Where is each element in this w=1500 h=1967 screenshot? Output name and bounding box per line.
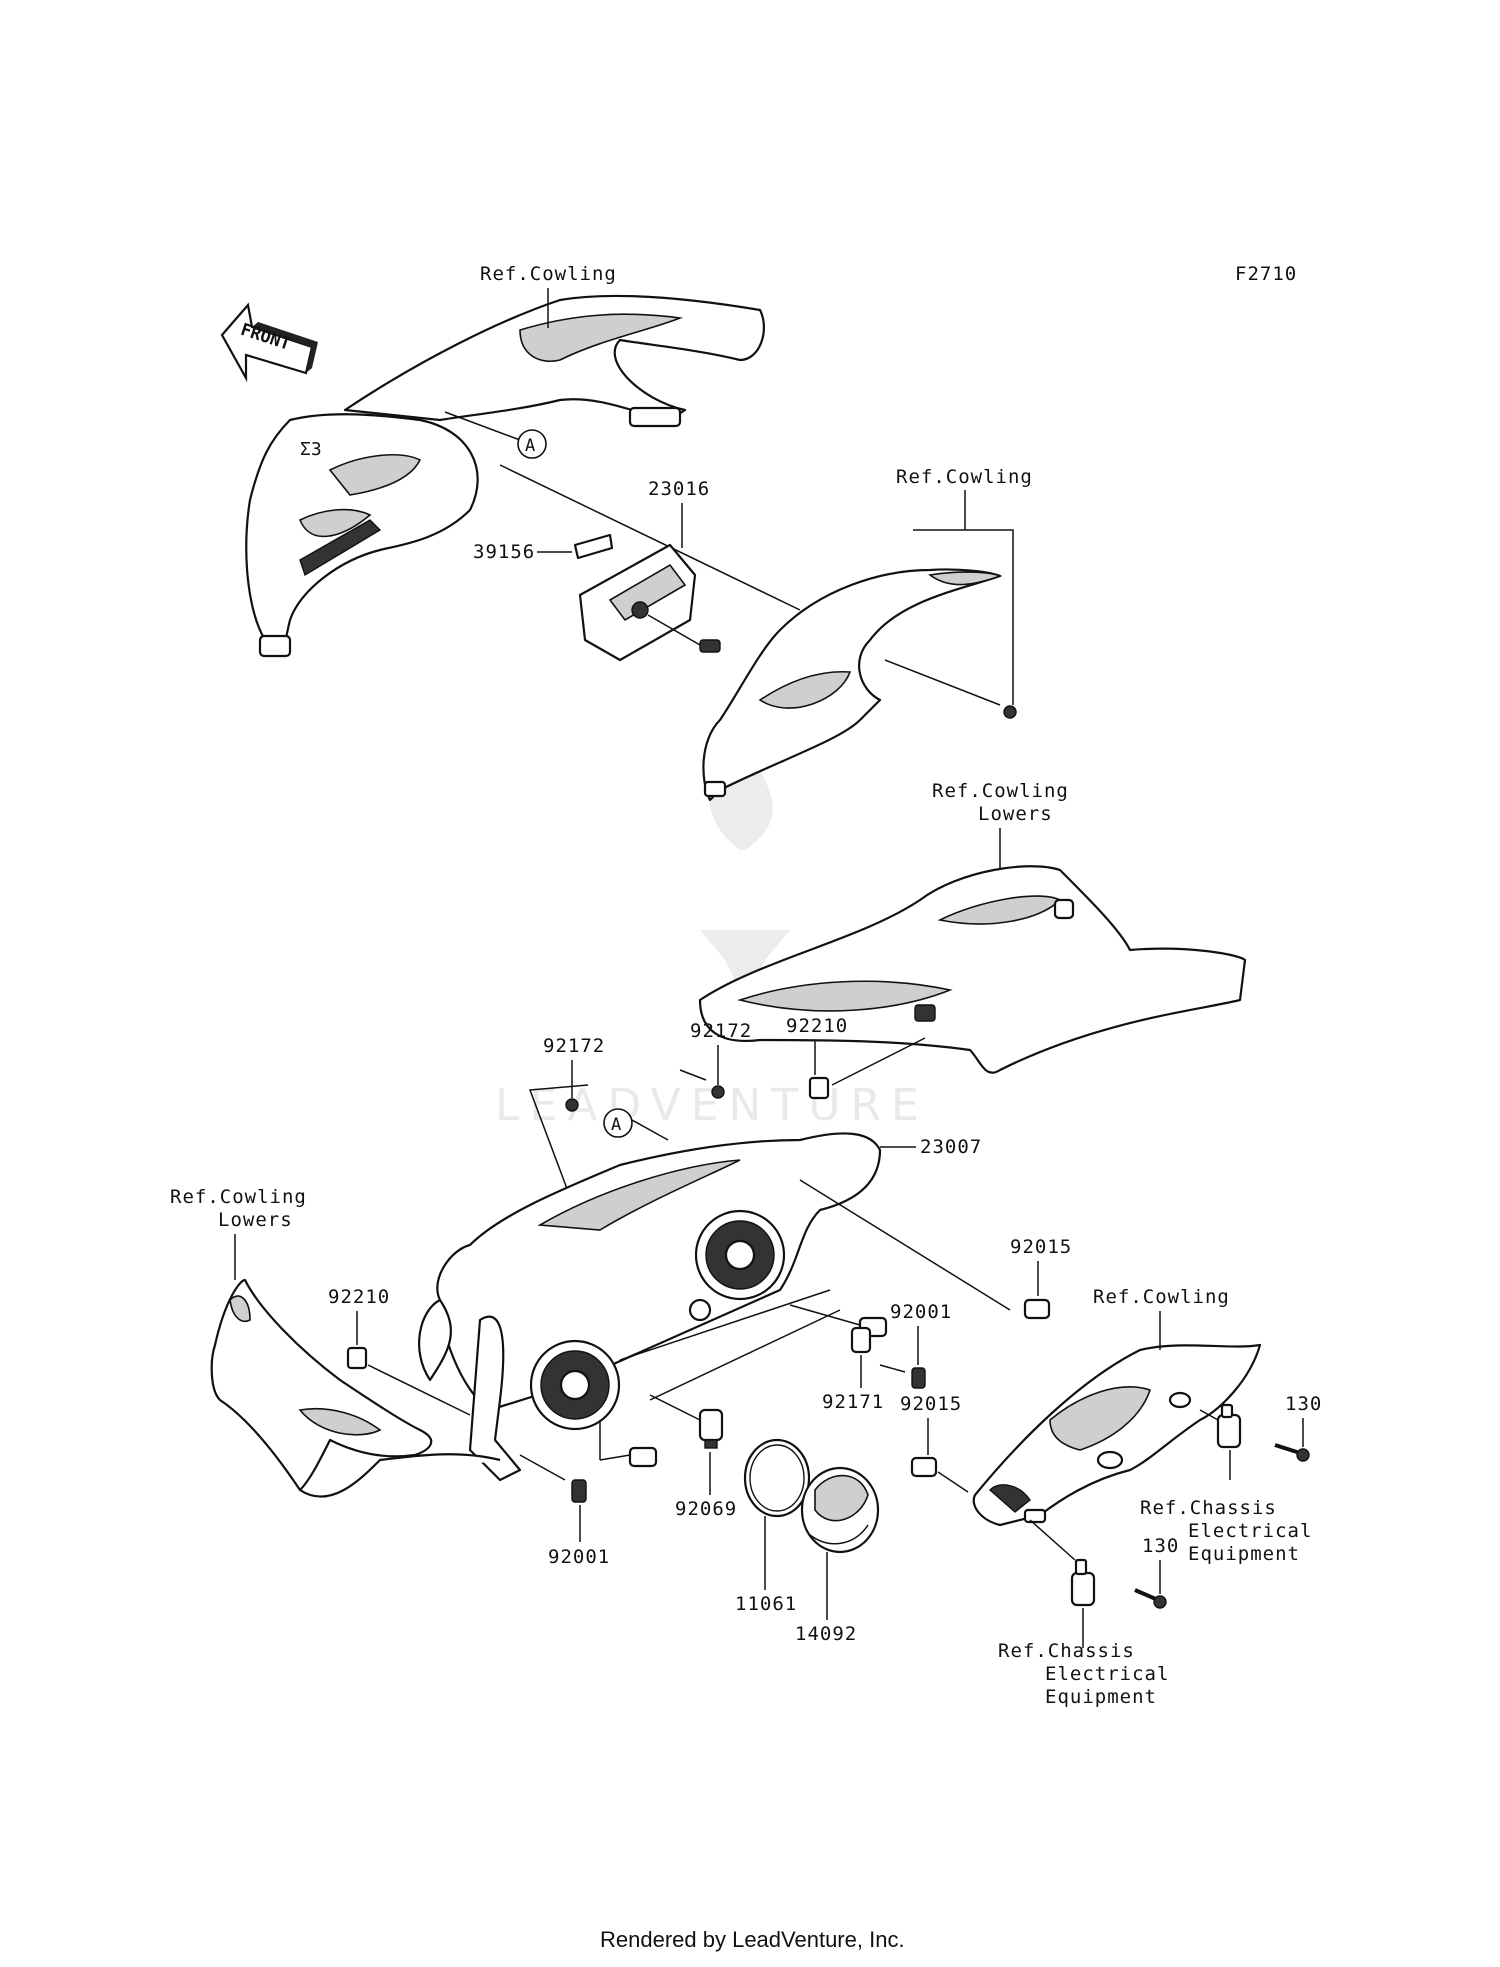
nut-icon-92210-left	[346, 1346, 368, 1370]
callout-a-mid: A	[603, 1108, 669, 1141]
ref-cowling-right-upper-leader	[913, 529, 1014, 705]
label-92001-bottom: 92001	[548, 1546, 610, 1568]
ring-icon-11061	[743, 1438, 811, 1518]
ref-cowling-lowers-mid-label-2: Lowers	[978, 803, 1053, 825]
label-23016: 23016	[648, 478, 710, 500]
ref-chassis-right-label-3: Equipment	[1188, 1543, 1300, 1565]
label-92171: 92171	[822, 1391, 884, 1413]
lower-cowling-right-part	[698, 865, 1247, 1074]
label-130-bottom: 130	[1142, 1535, 1179, 1557]
clip-icon-92172-left	[565, 1098, 579, 1112]
ref-chassis-bottom-label-2: Electrical	[1045, 1663, 1169, 1685]
bolt-icon-130-bottom	[1134, 1588, 1167, 1609]
headlight-assembly-23007	[418, 1132, 888, 1482]
ref-cowling-right-lower-label: Ref.Cowling	[1093, 1286, 1230, 1308]
label-23007: 23007	[920, 1136, 982, 1158]
label-92001-right: 92001	[890, 1301, 952, 1323]
bracket-icon-right	[1216, 1403, 1242, 1449]
ref-chassis-right-label-2: Electrical	[1188, 1520, 1312, 1542]
clip-icon-92172-right	[711, 1085, 725, 1099]
upper-cowling-part: Σ3	[245, 294, 765, 658]
svg-text:A: A	[611, 1115, 621, 1135]
svg-text:A: A	[525, 436, 535, 456]
bracket-icon-bottom	[1070, 1558, 1096, 1607]
label-92172-left: 92172	[543, 1035, 605, 1057]
ref-chassis-right-label-1: Ref.Chassis	[1140, 1497, 1277, 1519]
label-14092: 14092	[795, 1623, 857, 1645]
cap-icon-14092	[800, 1466, 880, 1554]
bolt-icon-130-right	[1274, 1443, 1310, 1462]
cowling-marking: Σ3	[300, 439, 322, 460]
bulb-icon-92069	[649, 1394, 724, 1449]
ref-cowling-top-label: Ref.Cowling	[480, 263, 617, 285]
callout-a-top: A	[444, 411, 547, 459]
assembly-leader-mid	[799, 1179, 1011, 1311]
assembly-leader-top	[499, 464, 801, 611]
label-92172-right: 92172	[690, 1020, 752, 1042]
label-92210-top: 92210	[786, 1015, 848, 1037]
ref-chassis-bottom-label-3: Equipment	[1045, 1686, 1157, 1708]
grommet-icon-92015-top	[1023, 1298, 1051, 1320]
grommet-icon-92015-mid	[910, 1456, 938, 1478]
label-92069: 92069	[675, 1498, 737, 1520]
label-39156: 39156	[473, 541, 535, 563]
front-arrow-icon: FRONT	[220, 302, 318, 383]
footer-credit: Rendered by LeadVenture, Inc.	[600, 1927, 905, 1952]
ref-chassis-bottom-label-1: Ref.Chassis	[998, 1640, 1135, 1662]
clip-icon-92171	[850, 1326, 872, 1354]
label-92015-mid: 92015	[900, 1393, 962, 1415]
label-130-right: 130	[1285, 1393, 1322, 1415]
label-92015-top: 92015	[1010, 1236, 1072, 1258]
diagram-code: F2710	[1235, 263, 1297, 285]
label-11061: 11061	[735, 1593, 797, 1615]
ref-cowling-lowers-left-label-1: Ref.Cowling	[170, 1186, 307, 1208]
lower-cowling-right-bottom-part	[972, 1343, 1262, 1527]
ref-cowling-lowers-left-label-2: Lowers	[218, 1209, 293, 1231]
bolt-icon-92001-bottom	[571, 1479, 587, 1503]
part-23016-bracket	[573, 533, 721, 662]
screw-icon	[1003, 705, 1017, 719]
fairing-inner-part	[702, 568, 1003, 802]
nut-icon-92210-top	[808, 1076, 830, 1100]
lower-cowling-left-part	[210, 1278, 501, 1498]
bolt-icon-92001-right	[911, 1367, 926, 1389]
label-92210-left: 92210	[328, 1286, 390, 1308]
ref-cowling-right-upper-label: Ref.Cowling	[896, 466, 1033, 488]
ref-cowling-lowers-mid-label-1: Ref.Cowling	[932, 780, 1069, 802]
